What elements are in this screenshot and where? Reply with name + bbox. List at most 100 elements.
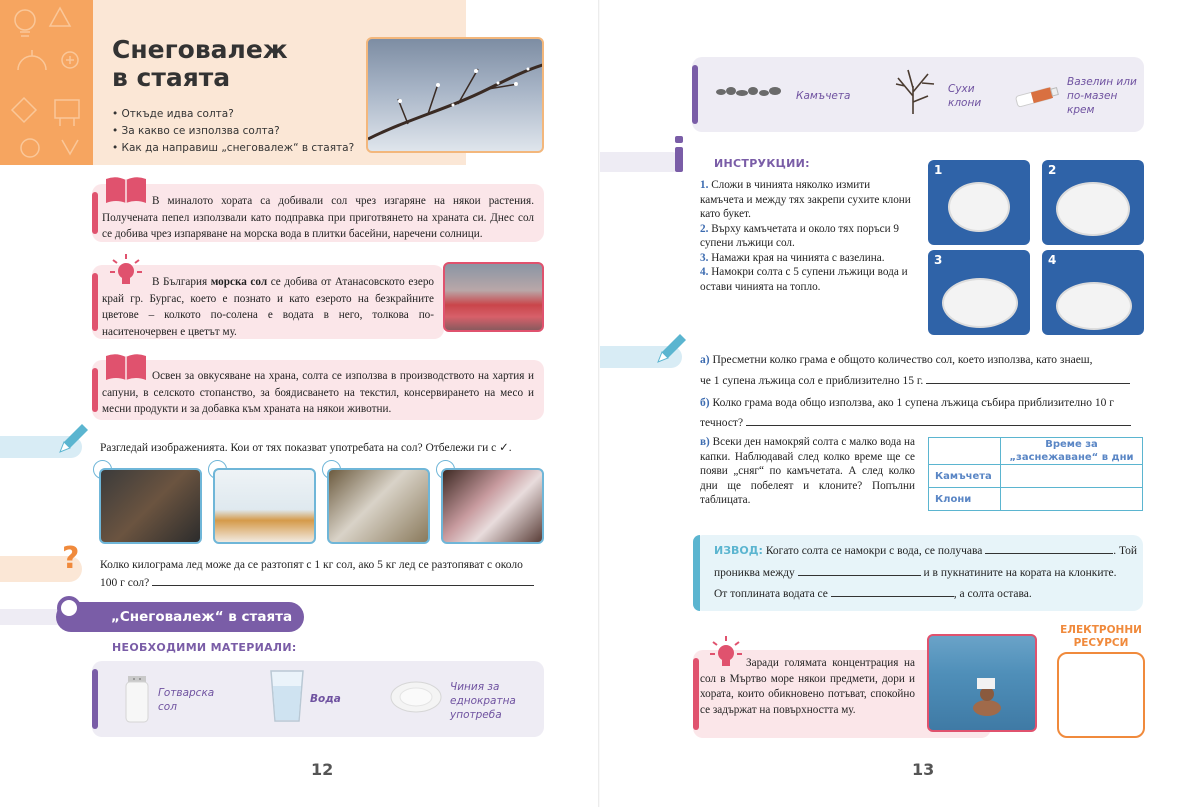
table-row-label: Камъчета <box>928 464 1001 488</box>
question-text: Всеки ден намокряй солта с малко вода на… <box>700 436 915 506</box>
question-a-line-1: а) Пресметни колко грама е общото количе… <box>700 352 1093 369</box>
step-text: Сложи в чинията няколко измити камъчета … <box>700 179 911 220</box>
question-label: а) <box>700 354 710 366</box>
question-text: течност? <box>700 417 744 429</box>
book-icon <box>104 175 148 210</box>
step-number: 3. <box>700 251 709 264</box>
vaseline-tube-icon <box>1012 85 1062 112</box>
book-icon <box>104 352 148 387</box>
table-header: Време за „заснежаване“ в дни <box>1000 437 1143 465</box>
conclusion-line-1: ИЗВОД: Когато солта се намокри с вода, с… <box>714 542 1137 560</box>
step-photo-number: 1 <box>934 163 943 177</box>
step-photo-1: 1 <box>928 160 1030 245</box>
material-label-branches: Сухи клони <box>948 83 982 109</box>
title-line-1: Снеговалеж <box>112 35 288 64</box>
answer-line[interactable] <box>985 544 1114 554</box>
task-instruction: Разгледай изображенията. Кои от тях пока… <box>100 442 512 454</box>
accent-strip <box>92 669 98 729</box>
step-photo-number: 4 <box>1048 253 1057 267</box>
reading-box-1 <box>92 184 544 242</box>
conclusion-text: прониква между <box>714 567 795 579</box>
table-row-label: Клони <box>928 487 1001 511</box>
plate-icon <box>390 680 442 719</box>
conclusion-line-3: От топлината водата се , а солта остава. <box>714 586 1032 603</box>
answer-line[interactable] <box>152 576 535 586</box>
question-text: Колко грама вода общо използва, ако 1 су… <box>712 397 1114 409</box>
step-number: 4. <box>700 266 709 278</box>
page-number: 13 <box>912 760 935 779</box>
plate <box>1056 182 1130 236</box>
question-band <box>0 556 82 582</box>
section-title: „Снеговалеж“ в стаята <box>56 602 304 632</box>
salt-lake-photo <box>443 262 544 332</box>
step-text: Намажи края на чинията с вазелина. <box>711 251 885 264</box>
salt-shaker-icon <box>122 670 152 729</box>
pebbles-icon <box>715 84 785 105</box>
conclusion-line-2: прониква между и в пукнатините на кората… <box>714 565 1116 582</box>
plate <box>948 182 1010 232</box>
instruction-step: 3. Намажи края на чинията с вазелина. <box>700 251 915 266</box>
key-questions: • Откъде идва солта? • За какво се изпол… <box>112 106 354 157</box>
conclusion-text: . Той <box>1113 545 1138 557</box>
material-label-water: Вода <box>310 693 341 705</box>
table-corner <box>928 437 1001 465</box>
table-row: Камъчета <box>928 464 1143 488</box>
frosted-branch-photo <box>366 37 544 153</box>
accent-strip <box>92 273 98 331</box>
fact-box-1 <box>92 265 444 339</box>
question-mark-icon: ? <box>62 541 80 576</box>
plate <box>1056 282 1132 330</box>
cooking-photo <box>99 468 202 544</box>
fact-text-post: се добива от Атанасовското езеро край гр… <box>102 276 435 338</box>
step-photo-3: 3 <box>928 250 1030 335</box>
fact-text-bold: морска сол <box>210 276 268 288</box>
pencil-icon <box>56 420 92 461</box>
info-icon <box>673 136 685 177</box>
answer-line[interactable] <box>797 566 921 576</box>
magnifier-icon <box>55 594 91 630</box>
instruction-step: 1. Сложи в чинията няколко измити камъче… <box>700 178 915 222</box>
task-band <box>0 436 82 458</box>
conclusion-label: ИЗВОД: <box>714 544 763 557</box>
instructions-heading: ИНСТРУКЦИИ: <box>714 157 810 170</box>
conclusion-text: и в пукнатините на кората на клонките. <box>923 567 1117 579</box>
step-photo-number: 3 <box>934 253 943 267</box>
conclusion-text: От топлината водата се <box>714 588 828 600</box>
accent-strip <box>693 658 699 730</box>
fact-text-pre: В България <box>152 276 211 288</box>
step-number: 2. <box>700 222 709 235</box>
goat-photo <box>327 468 430 544</box>
key-question: • Откъде идва солта? <box>112 108 234 120</box>
step-text: Върху камъчетата и около тях поръси 9 су… <box>700 222 900 250</box>
key-question: • Как да направиш „снеговалеж“ в стаята? <box>112 142 355 154</box>
question-text: 100 г сол? <box>100 577 150 589</box>
left-page: Снеговалеж в стаята • Откъде идва солта?… <box>0 0 544 779</box>
answer-line[interactable] <box>926 374 1131 384</box>
material-label-vaseline: Вазелин или по-мазен крем <box>1067 76 1137 116</box>
instruction-list: 1. Сложи в чинията няколко измити камъче… <box>700 178 915 294</box>
answer-line[interactable] <box>830 587 954 597</box>
table-cell-input[interactable] <box>1000 464 1143 488</box>
materials-box <box>92 661 544 737</box>
reading-text-1: В миналото хората са добивали сол чрез и… <box>102 195 534 241</box>
observation-table: Време за „заснежаване“ в дни Камъчета Кл… <box>928 437 1143 511</box>
question-a-line-2: че 1 супена лъжица сол е приблизително 1… <box>700 373 1131 390</box>
e-resources-box[interactable] <box>1057 652 1145 738</box>
e-resources-label: ЕЛЕКТРОННИ РЕСУРСИ <box>1060 624 1142 649</box>
step-photo-number: 2 <box>1048 163 1057 177</box>
water-glass-icon <box>268 668 306 729</box>
answer-line[interactable] <box>745 416 1131 426</box>
fish-salting-photo <box>441 468 544 544</box>
materials-heading: НЕОБХОДИМИ МАТЕРИАЛИ: <box>112 641 297 654</box>
lightbulb-icon <box>108 252 144 293</box>
table-cell-input[interactable] <box>1000 487 1143 511</box>
plate <box>942 278 1018 328</box>
pencil-icon <box>654 330 690 371</box>
question-label: в) <box>700 436 710 448</box>
instruction-step: 2. Върху камъчетата и около тях поръси 9… <box>700 222 915 251</box>
table-row: Клони <box>928 487 1143 511</box>
material-label-plate: Чиния за еднократна употреба <box>450 681 516 721</box>
question-c: в) Всеки ден намокряй солта с малко вода… <box>700 435 915 508</box>
question-line-2: 100 г сол? <box>100 575 535 592</box>
question-b-line-2: течност? <box>700 415 1131 432</box>
